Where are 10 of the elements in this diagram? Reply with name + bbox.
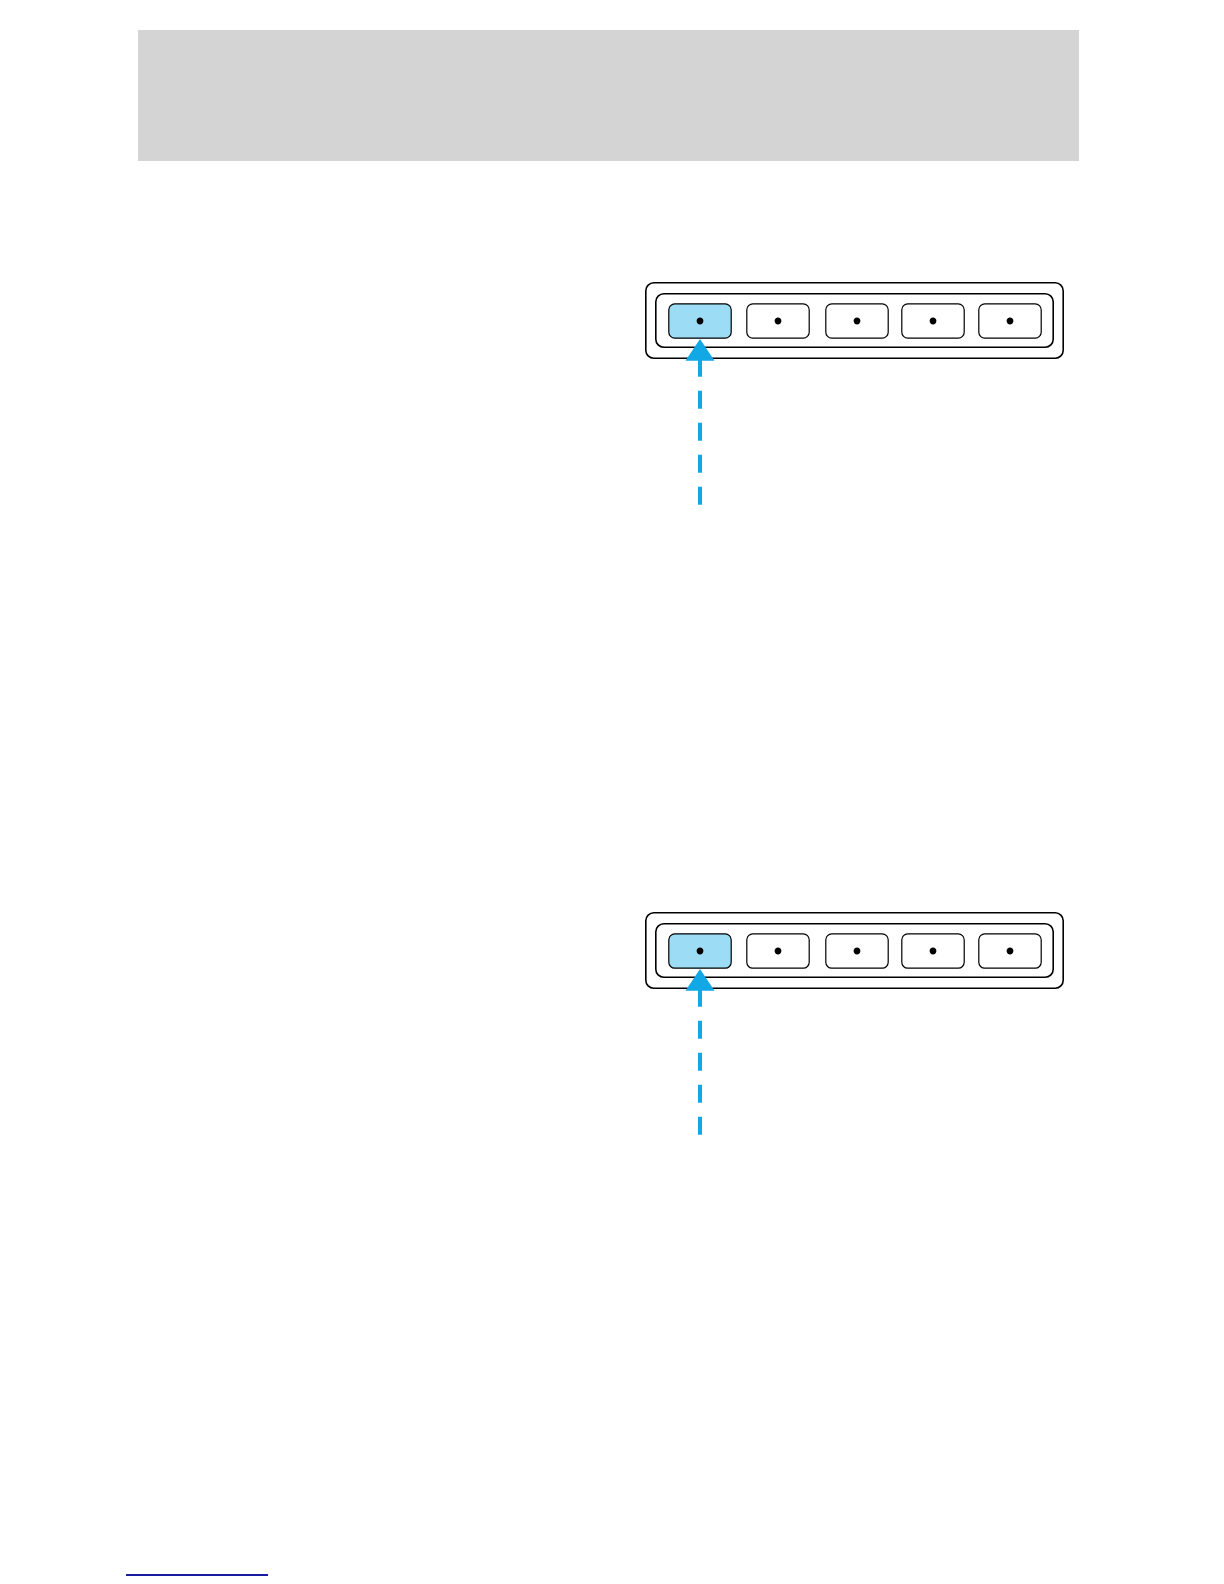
key-button xyxy=(825,303,889,339)
key-button xyxy=(978,303,1042,339)
key-button xyxy=(901,933,965,969)
key-button xyxy=(746,933,810,969)
key-button xyxy=(901,303,965,339)
key-button xyxy=(746,303,810,339)
key-button xyxy=(825,933,889,969)
key-button xyxy=(668,303,732,339)
key-button xyxy=(668,933,732,969)
key-button xyxy=(978,933,1042,969)
